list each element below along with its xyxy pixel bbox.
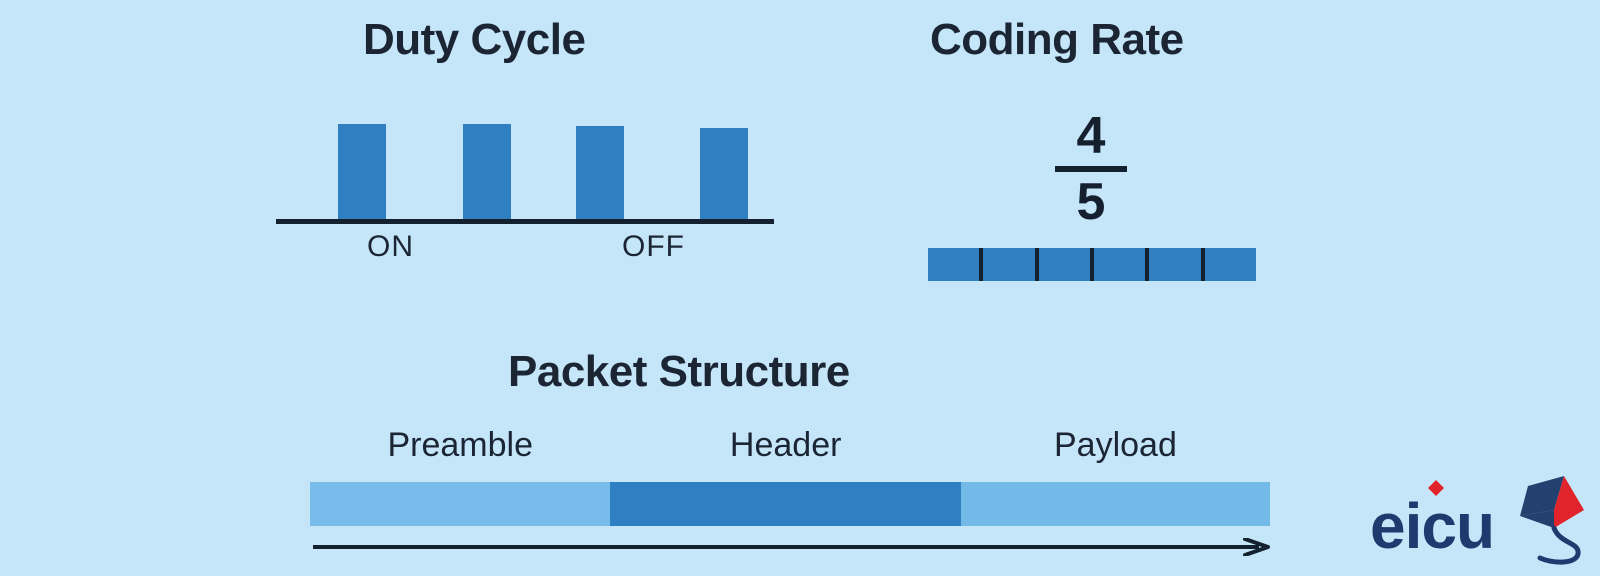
logo-wordmark: eicu: [1370, 490, 1494, 562]
packet-segment-header: [610, 482, 961, 526]
duty-cycle-pulse: [338, 124, 386, 220]
duty-cycle-waveform: [276, 108, 776, 228]
coding-rate-segment-bar: [928, 248, 1256, 281]
kite-tail-icon: [1537, 525, 1581, 565]
coding-rate-segment: [1149, 248, 1205, 281]
coding-rate-numerator: 4: [1076, 107, 1106, 165]
packet-label-header: Header: [729, 426, 842, 464]
packet-segment-preamble: [310, 482, 611, 526]
coding-rate-segment: [983, 248, 1039, 281]
kite-right-panel-icon: [1554, 476, 1584, 528]
coding-rate-segment: [1094, 248, 1150, 281]
kite-left-panel-icon: [1520, 476, 1564, 516]
kite-bottom-panel-icon: [1520, 510, 1554, 528]
coding-rate-title: Coding Rate: [930, 15, 1184, 64]
duty-cycle-off-label: OFF: [622, 230, 685, 263]
coding-rate-denominator: 5: [1076, 173, 1106, 231]
coding-rate-segment: [928, 248, 984, 281]
packet-label-preamble: Preamble: [387, 426, 533, 464]
packet-structure-bar: [310, 482, 1270, 526]
packet-segment-payload: [960, 482, 1270, 526]
duty-cycle-pulse: [463, 124, 511, 220]
packet-field-labels: Preamble Header Payload: [310, 428, 1270, 470]
time-flow-arrow-icon: [313, 538, 1270, 556]
eicu-logo: eicu: [1368, 466, 1592, 570]
duty-cycle-baseline: [276, 219, 774, 224]
duty-cycle-pulse: [576, 126, 624, 220]
packet-label-payload: Payload: [1054, 426, 1177, 464]
eicu-logo-mark: eicu: [1370, 476, 1584, 565]
duty-cycle-pulse: [700, 128, 748, 220]
coding-rate-segment: [1205, 248, 1256, 281]
fraction-rule: [1055, 166, 1127, 172]
logo-dot-icon: [1428, 480, 1444, 496]
duty-cycle-title: Duty Cycle: [363, 15, 586, 64]
coding-rate-segment: [1039, 248, 1094, 281]
packet-structure-title: Packet Structure: [508, 347, 850, 396]
duty-cycle-on-label: ON: [367, 230, 414, 263]
coding-rate-fraction: 4 5: [1048, 110, 1134, 228]
